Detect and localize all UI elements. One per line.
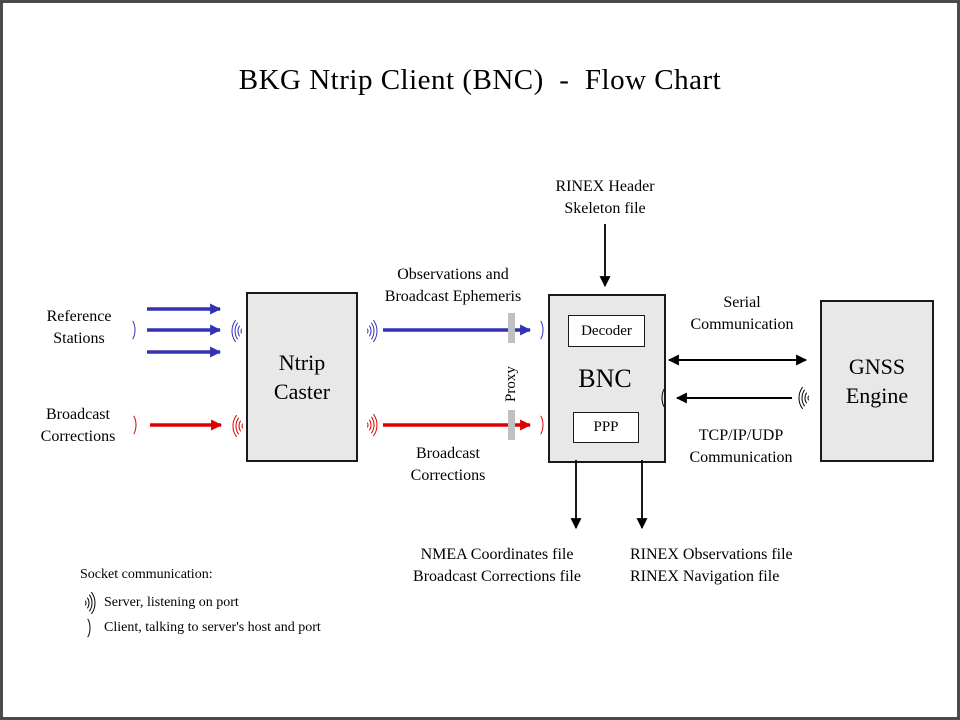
gnss-engine-label: GNSS Engine (845, 354, 909, 408)
ntrip-caster-label: Ntrip Caster (273, 350, 331, 404)
node-decoder: Decoder (568, 315, 645, 347)
label-broadcast-corrections-stream: Broadcast Corrections (410, 445, 486, 484)
decoder-label: Decoder (581, 322, 632, 339)
proxy-label: Proxy (503, 366, 519, 402)
page-title: BKG Ntrip Client (BNC) - Flow Chart (238, 64, 722, 96)
node-ntrip-caster: Ntrip Caster (246, 292, 358, 462)
label-observations-ephemeris: Observations and Broadcast Ephemeris (384, 266, 522, 305)
label-nmea-output-files: NMEA Coordinates file Broadcast Correcti… (413, 546, 581, 585)
legend-client-item: Client, talking to server's host and por… (104, 620, 321, 635)
proxy-bar-top (508, 313, 515, 343)
bnc-label: BNC (578, 364, 632, 393)
legend-heading: Socket communication: (80, 567, 213, 582)
proxy-bar-bottom (508, 410, 515, 440)
label-serial-communication: Serial Communication (690, 294, 794, 333)
legend-server-item: Server, listening on port (104, 595, 239, 610)
label-broadcast-corrections-input: Broadcast Corrections (40, 406, 116, 445)
label-rinex-output-files: RINEX Observations file RINEX Navigation… (630, 546, 793, 585)
label-reference-stations: Reference Stations (46, 308, 112, 347)
label-rinex-header-skeleton: RINEX Header Skeleton file (555, 178, 655, 217)
ppp-label: PPP (593, 419, 619, 435)
label-tcp-communication: TCP/IP/UDP Communication (689, 427, 793, 466)
node-gnss-engine: GNSS Engine (820, 300, 934, 462)
node-ppp: PPP (573, 412, 639, 443)
